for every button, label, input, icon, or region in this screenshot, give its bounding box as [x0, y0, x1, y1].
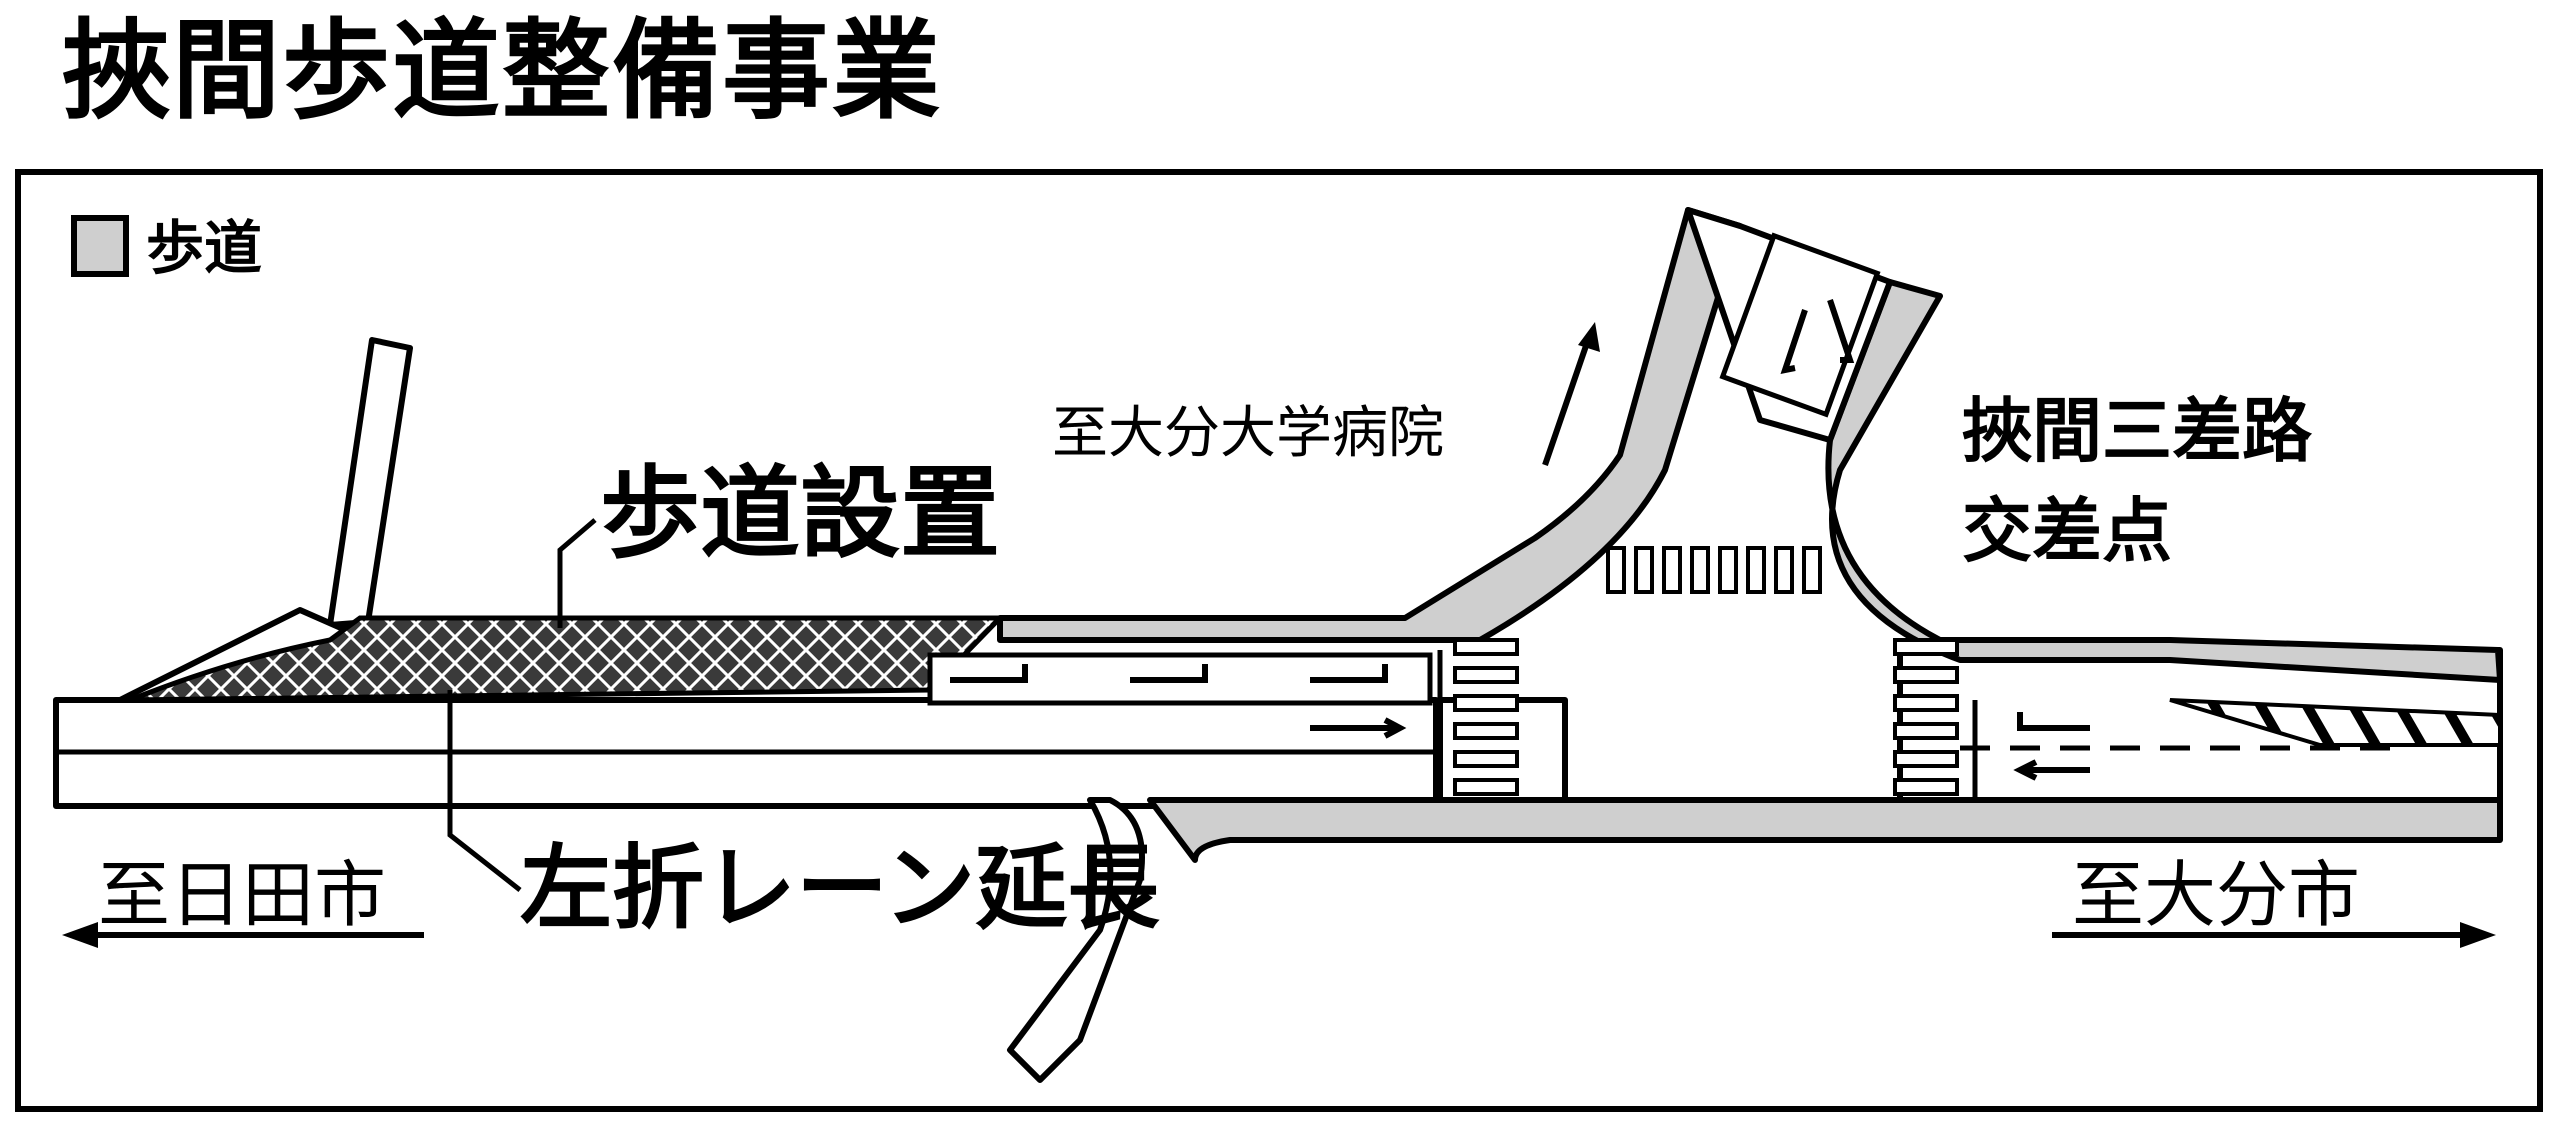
hatched-island — [2169, 698, 2502, 747]
lane-arrows — [950, 299, 2090, 781]
side-road-lower — [1007, 797, 1145, 1083]
leader-left-turn — [447, 690, 522, 892]
to-hita: 至日田市 — [62, 853, 424, 948]
to-oita: 至大分市 — [2052, 853, 2496, 948]
map-title: 挾間歩道整備事業 — [62, 9, 943, 134]
label-to-hospital: 至大分大学病院 — [1052, 401, 1444, 466]
sidewalk-south — [1147, 797, 2503, 863]
legend-label: 歩道 — [146, 214, 262, 282]
crosswalk-north — [1606, 546, 1822, 594]
label-intersection-1: 挾間三差路 — [1962, 390, 2313, 472]
sidewalk-new — [129, 615, 1006, 703]
label-sidewalk-installation: 歩道設置 — [600, 455, 1000, 572]
label-to-oita: 至大分市 — [2072, 853, 2360, 937]
crosswalk-east — [1893, 638, 1959, 796]
hospital-arrow — [1542, 322, 1600, 466]
legend: 歩道 — [71, 214, 262, 282]
crosswalk-west — [1453, 638, 1519, 796]
label-intersection-2: 交差点 — [1962, 490, 2172, 572]
sidewalk-north-right — [1825, 279, 2503, 683]
label-left-turn-extension: 左折レーン延長 — [520, 835, 1160, 942]
leader-sidewalk — [557, 518, 597, 628]
sidewalk-north-existing — [997, 207, 1743, 643]
legend-swatch — [71, 215, 129, 277]
label-to-hita: 至日田市 — [98, 853, 386, 937]
